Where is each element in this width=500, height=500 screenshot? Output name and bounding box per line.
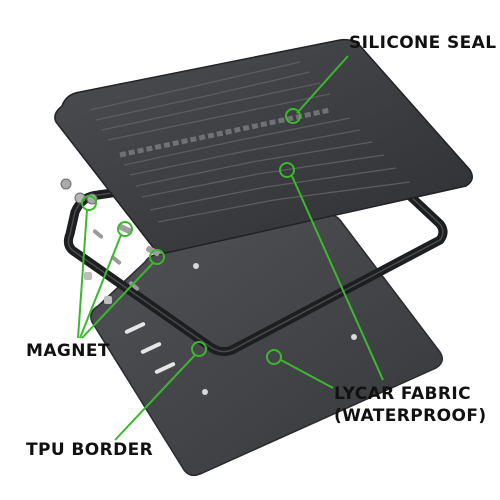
- magnet-piece: [60, 178, 72, 190]
- fabric-hole: [351, 334, 357, 340]
- label-lycra-fabric: LYCAR FABRIC: [334, 384, 471, 404]
- magnet-piece: [118, 223, 132, 235]
- tpu-border-frame: [63, 152, 448, 357]
- fabric-slot: [124, 322, 146, 334]
- fabric-slot: [154, 362, 176, 374]
- magnet-piece: [104, 296, 112, 304]
- magnet-piece: [84, 272, 92, 280]
- callouts: [77, 55, 384, 441]
- label-waterproof: (WATERPROOF): [334, 406, 487, 426]
- fabric-slot: [140, 342, 162, 354]
- lycra-fabric-panel: [90, 213, 443, 477]
- label-silicone-seal: SILICONE SEAL: [349, 33, 497, 53]
- fabric-hole: [202, 389, 208, 395]
- label-magnet: MAGNET: [26, 341, 110, 361]
- fabric-hole: [193, 263, 199, 269]
- silicone-seal-panel: [54, 38, 473, 254]
- label-tpu-border: TPU BORDER: [26, 440, 154, 460]
